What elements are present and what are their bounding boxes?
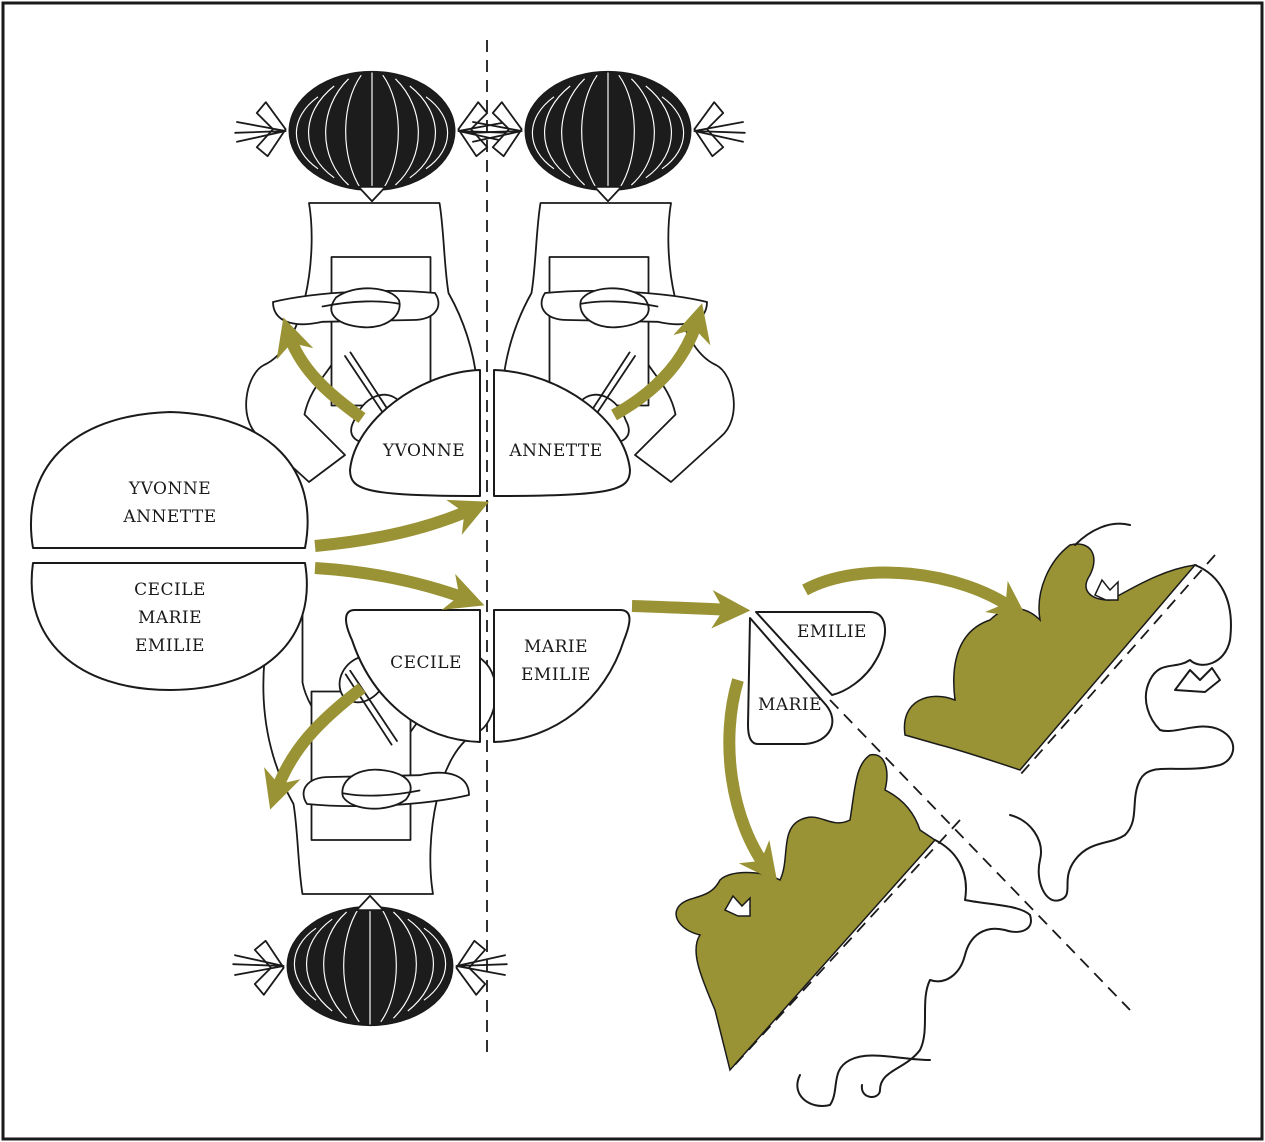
cell-lower-two-cell bbox=[30, 562, 308, 691]
four-cell-stage: YVONNE ANNETTE CECILE MARIE EMILIE bbox=[345, 369, 631, 743]
arrow-to-yvonne-girl bbox=[276, 317, 366, 423]
babies-lower-pair bbox=[675, 754, 1032, 1107]
cell-marie bbox=[747, 617, 834, 745]
final-split-stage: EMILIE MARIE bbox=[747, 611, 1131, 1011]
arrow-to-annette-girl bbox=[611, 303, 711, 421]
cell-yvonne bbox=[349, 369, 481, 497]
olive-arrows bbox=[264, 303, 1028, 883]
cell-marie-emilie bbox=[493, 609, 631, 743]
cell-emilie bbox=[755, 611, 887, 696]
arrow-to-final-split bbox=[631, 590, 751, 629]
label-two-cell-lower-1: CECILE bbox=[134, 580, 206, 600]
label-two-cell-lower-2: MARIE bbox=[138, 608, 202, 628]
label-marie-emilie-1: MARIE bbox=[524, 637, 588, 657]
arrow-to-marie-baby bbox=[723, 678, 778, 883]
cell-cecile bbox=[345, 609, 481, 743]
label-two-cell-upper-1: YVONNE bbox=[128, 479, 211, 499]
label-marie-emilie-2: EMILIE bbox=[521, 665, 591, 685]
label-two-cell-lower-3: EMILIE bbox=[135, 636, 205, 656]
two-cell-stage: YVONNE ANNETTE CECILE MARIE EMILIE bbox=[30, 411, 309, 691]
arrow-to-cecile-marie-emilie-split bbox=[314, 562, 485, 610]
label-cecile: CECILE bbox=[390, 653, 462, 673]
arrow-to-emilie-baby bbox=[802, 566, 1028, 620]
label-two-cell-upper-2: ANNETTE bbox=[122, 507, 216, 527]
diagonal-split-line bbox=[829, 699, 1131, 1011]
cell-annette bbox=[493, 369, 631, 497]
cell-upper-two-cell bbox=[30, 411, 309, 549]
babies-upper-pair bbox=[903, 522, 1235, 902]
arrow-to-yvonne-annette-split bbox=[314, 499, 490, 552]
arrow-to-cecile-girl bbox=[264, 683, 366, 810]
label-emilie: EMILIE bbox=[797, 622, 867, 642]
label-annette: ANNETTE bbox=[508, 441, 602, 461]
label-yvonne: YVONNE bbox=[382, 441, 465, 461]
label-marie: MARIE bbox=[758, 695, 822, 715]
